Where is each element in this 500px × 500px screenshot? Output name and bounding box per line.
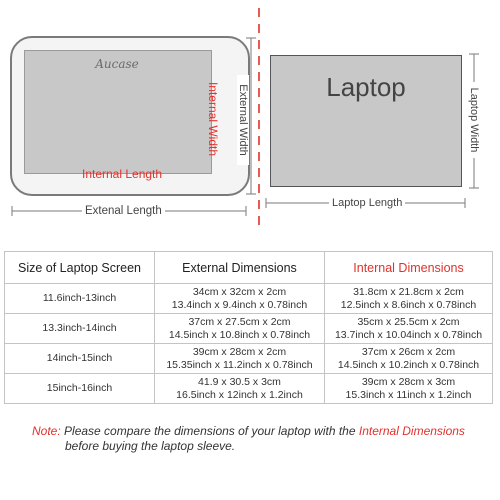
screen-size-cell: 15inch-16inch: [4, 373, 155, 404]
screen-size-cell: 14inch-15inch: [4, 343, 155, 374]
laptop-length-label: Laptop Length: [329, 197, 406, 209]
header-internal-dimensions: Internal Dimensions: [324, 251, 493, 284]
screen-size-cell: 13.3inch-14inch: [4, 313, 155, 344]
note-text: Note: Please compare the dimensions of y…: [32, 423, 492, 439]
table-header-row: Size of Laptop Screen External Dimension…: [4, 251, 493, 284]
note-highlight: Internal Dimensions: [358, 424, 465, 438]
note-body: Please compare the dimensions of your la…: [64, 424, 356, 438]
note-label: Note:: [32, 424, 61, 438]
note-line-2: before buying the laptop sleeve.: [65, 439, 236, 453]
laptop-word: Laptop: [326, 72, 406, 102]
internal-width-label: Internal Width: [206, 81, 220, 157]
sleeve-pocket: [24, 50, 212, 174]
external-width-label: External Width: [237, 75, 249, 165]
dimensions-table: Size of Laptop Screen External Dimension…: [4, 251, 493, 404]
laptop-illustration: [270, 55, 462, 187]
screen-size-cell: 11.6inch-13inch: [4, 283, 155, 314]
header-screen-size: Size of Laptop Screen: [4, 251, 155, 284]
brand-logo: Aucase: [95, 57, 139, 71]
external-length-label: Extenal Length: [82, 205, 165, 217]
header-external-dimensions: External Dimensions: [154, 251, 325, 284]
laptop-width-label: Laptop Width: [468, 82, 480, 158]
internal-length-label: Internal Length: [82, 167, 163, 181]
